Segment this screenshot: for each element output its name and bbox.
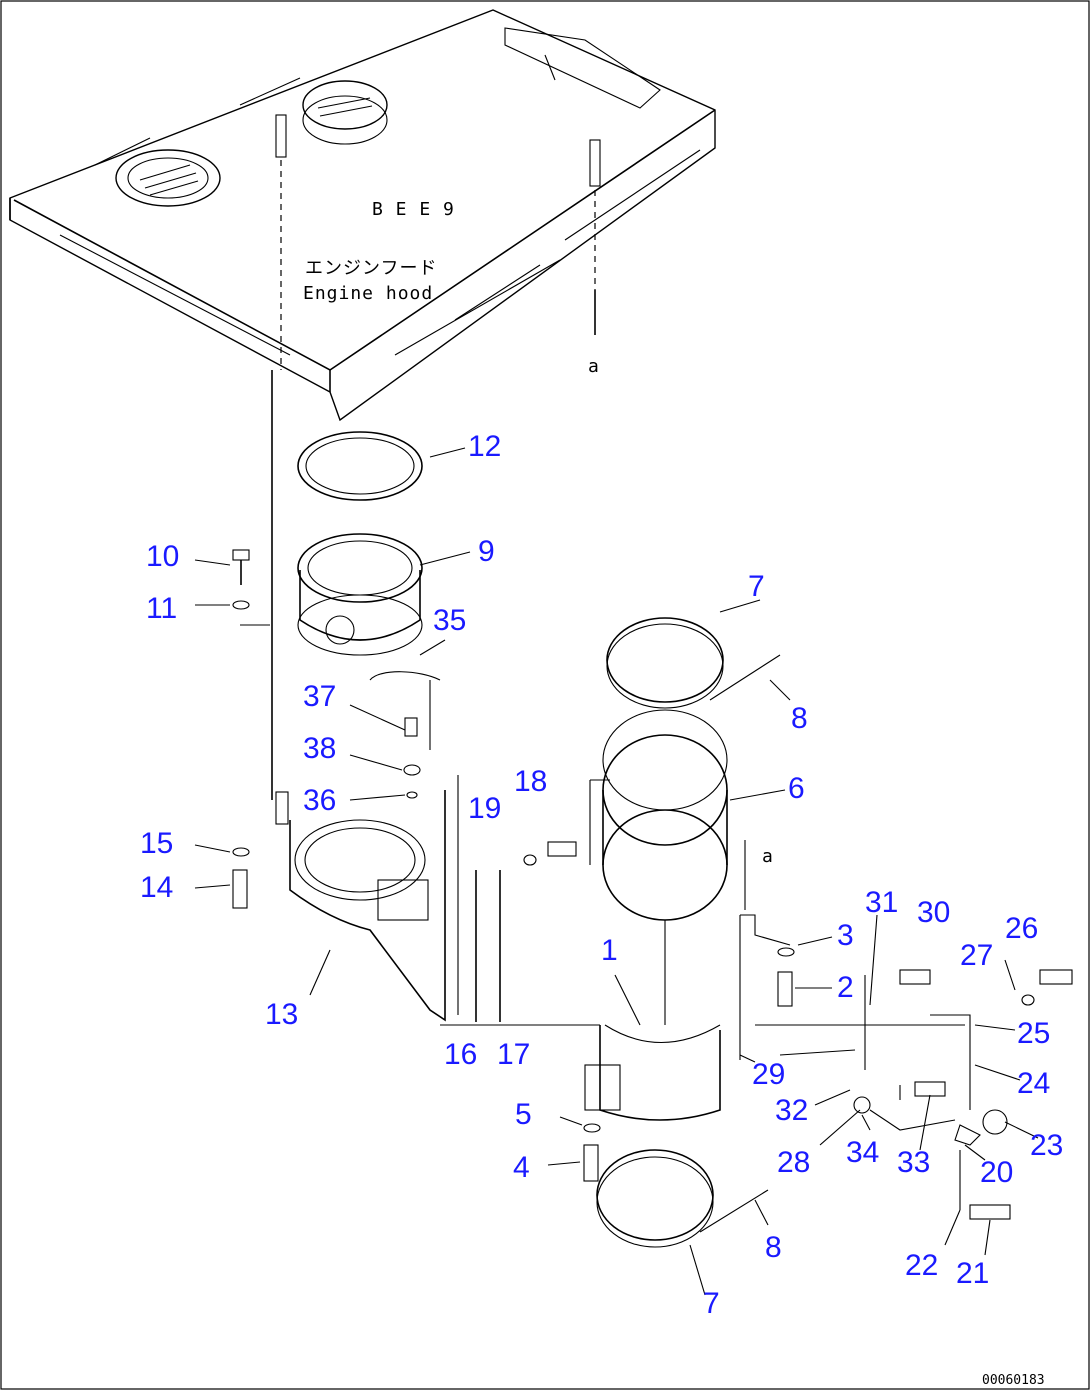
callout-24: 24 (1017, 1067, 1050, 1100)
callout-19: 19 (468, 792, 501, 825)
callout-3: 3 (837, 919, 854, 952)
callout-22: 22 (905, 1249, 938, 1282)
callout-12: 12 (468, 430, 501, 463)
callout-18: 18 (514, 765, 547, 798)
callout-29: 29 (752, 1058, 785, 1091)
callout-33: 33 (897, 1146, 930, 1179)
callout-20: 20 (980, 1156, 1013, 1189)
hood-label-jp: エンジンフード (305, 258, 437, 279)
callout-8-top: 8 (791, 702, 808, 735)
callout-17: 17 (497, 1038, 530, 1071)
callout-30: 30 (917, 896, 950, 929)
callout-23: 23 (1030, 1129, 1063, 1162)
callout-38: 38 (303, 732, 336, 765)
callout-1: 1 (601, 934, 618, 967)
mark-a-top: a (588, 356, 600, 377)
leader-lines (194, 447, 1039, 1296)
hood-label-en: Engine hood (303, 283, 433, 304)
callout-25: 25 (1017, 1017, 1050, 1050)
callout-16: 16 (444, 1038, 477, 1071)
svg-text:B E E 9: B E E 9 (372, 199, 455, 220)
callout-11: 11 (146, 592, 177, 625)
callout-13: 13 (265, 998, 298, 1031)
callout-28: 28 (777, 1146, 810, 1179)
callout-14: 14 (140, 871, 173, 904)
callout-31: 31 (865, 886, 898, 919)
callout-6: 6 (788, 772, 805, 805)
callout-35: 35 (433, 604, 466, 637)
callout-7-top: 7 (748, 570, 765, 603)
engine-hood: B E E 9 エンジンフード Engine hood (9, 9, 716, 422)
callout-34: 34 (846, 1136, 879, 1169)
callout-8-bottom: 8 (765, 1231, 782, 1264)
callout-10: 10 (146, 540, 179, 573)
callout-27: 27 (960, 939, 993, 972)
callout-7-bottom: 7 (703, 1287, 720, 1320)
callout-2: 2 (837, 971, 854, 1004)
callout-37: 37 (303, 680, 336, 713)
callout-32: 32 (775, 1094, 808, 1127)
callout-labels: 1 2 3 4 5 6 7 7 8 8 9 10 11 12 13 14 15 … (140, 430, 1063, 1320)
callout-21: 21 (956, 1257, 989, 1290)
callout-36: 36 (303, 784, 336, 817)
callout-4: 4 (513, 1151, 530, 1184)
callout-9: 9 (478, 535, 495, 568)
drawing-code: 00060183 (982, 1373, 1045, 1388)
callout-15: 15 (140, 827, 173, 860)
callout-5: 5 (515, 1098, 532, 1131)
mark-a-bottom: a (762, 846, 774, 867)
callout-26: 26 (1005, 912, 1038, 945)
